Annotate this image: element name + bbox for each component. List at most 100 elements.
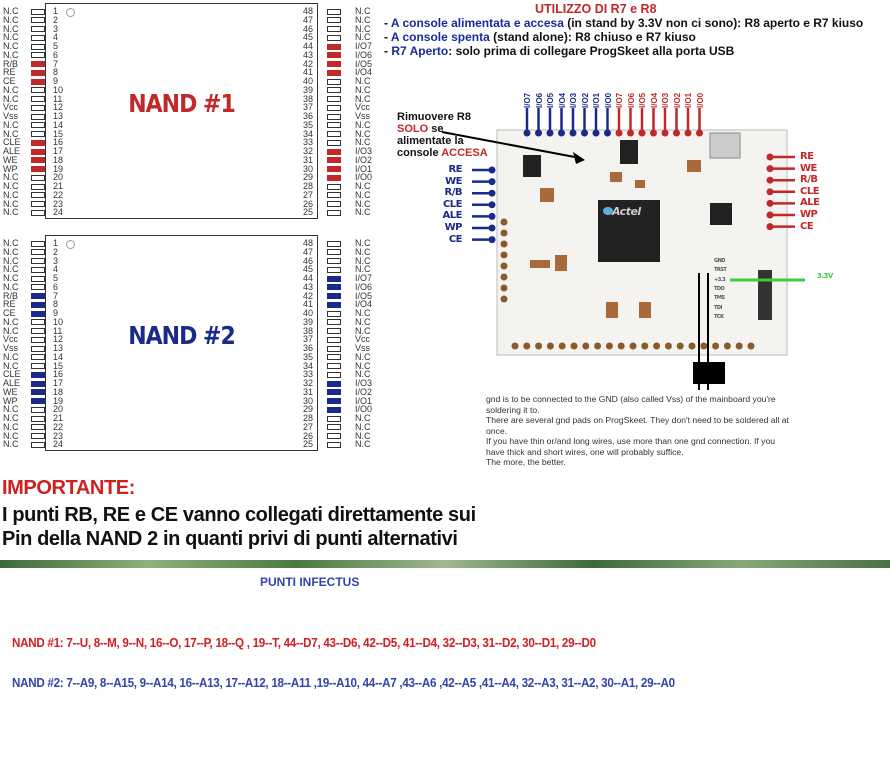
callout-row: SOLO se <box>397 123 488 135</box>
bullet: - <box>384 44 392 58</box>
pin-number: 46 <box>302 255 313 266</box>
pin-label: N.C <box>3 23 19 34</box>
addr-pad <box>570 342 578 350</box>
io-pad <box>615 129 623 137</box>
pin-number: 13 <box>53 343 64 353</box>
pin-1 <box>31 8 45 15</box>
pin-27 <box>327 192 341 199</box>
pin-20 <box>31 406 45 413</box>
pin-number: 8 <box>53 299 59 310</box>
addr-pad <box>712 342 720 350</box>
pin-label: R/B <box>3 290 19 301</box>
pin-label: N.C <box>3 14 19 25</box>
pin-number: 18 <box>53 154 64 165</box>
pin-number: 30 <box>302 163 313 174</box>
pin-label: N.C <box>3 207 19 218</box>
gnd-note: gnd is to be connected to the GND (also … <box>486 394 796 468</box>
pin-number: 37 <box>302 102 313 113</box>
pin-number: 20 <box>53 172 64 183</box>
pin-label: WP <box>3 163 18 174</box>
io-label: I/O7 <box>523 92 532 108</box>
pin-number: 40 <box>302 308 313 318</box>
pin-number: 36 <box>302 343 313 353</box>
pin-label: I/O4 <box>355 67 373 78</box>
pin-17 <box>31 380 45 387</box>
pin-35 <box>327 122 341 129</box>
pin-number: 16 <box>53 369 64 380</box>
signal-pad <box>488 178 496 186</box>
nand1-title: NAND #1 <box>128 90 236 119</box>
pin-number: 24 <box>53 439 64 450</box>
signal-pad <box>766 211 774 219</box>
pin-label: N.C <box>355 23 371 34</box>
io-pad <box>535 129 542 137</box>
pin-number: 8 <box>53 67 59 78</box>
pin-30 <box>327 166 341 172</box>
jtag-pad-label: TRST <box>714 267 727 274</box>
signal-pad <box>766 223 774 231</box>
right-signal-label: R/B <box>800 174 818 186</box>
signal-pad <box>766 199 774 207</box>
pin-number: 15 <box>53 360 64 371</box>
pin-34 <box>327 363 341 369</box>
pin-number: 47 <box>302 246 313 257</box>
io-pad <box>592 129 600 137</box>
pin-label: Vcc <box>3 102 19 113</box>
r7r8-title: UTILIZZO DI R7 e R8 <box>535 2 657 16</box>
pin-7 <box>31 293 45 299</box>
addr-pad <box>523 342 531 350</box>
pin-47 <box>327 17 341 24</box>
pin-number: 4 <box>53 32 59 43</box>
pin-label: N.C <box>355 207 371 218</box>
pin-28 <box>327 415 341 422</box>
pin-15 <box>31 131 45 137</box>
pin-number: 16 <box>53 137 64 148</box>
pin-number: 38 <box>302 93 313 104</box>
pin-number: 3 <box>53 255 59 266</box>
pin-37 <box>327 104 341 111</box>
note-text: (stand alone): R8 chiuso e R7 kiuso <box>489 30 696 44</box>
pin-label: WP <box>3 395 18 406</box>
pin-17 <box>31 148 45 155</box>
io-pad <box>696 129 703 137</box>
pin-number: 23 <box>53 198 64 209</box>
pin-label: N.C <box>3 273 19 283</box>
pin-label: CLE <box>3 137 21 148</box>
addr-pad <box>629 342 637 350</box>
pin-number: 17 <box>53 378 64 388</box>
io-label: I/O5 <box>546 92 555 108</box>
io-label: I/O5 <box>638 92 647 108</box>
fpga-brand: Actel <box>612 205 641 218</box>
signal-pad <box>766 153 774 161</box>
pin-number: 44 <box>302 41 313 51</box>
pin-label: N.C <box>355 128 371 139</box>
pin-label: N.C <box>3 246 19 257</box>
side-pad <box>500 262 508 270</box>
signal-pad <box>766 165 774 173</box>
side-pad <box>500 240 508 248</box>
pin-number: 41 <box>302 67 313 78</box>
pin-number: 24 <box>53 207 64 218</box>
pin-number: 35 <box>302 351 313 362</box>
pin-8 <box>31 69 45 76</box>
pin-number: 38 <box>302 325 313 336</box>
gnd-note-line: If you have thin or/and long wires, use … <box>486 436 776 457</box>
pin-37 <box>327 336 341 343</box>
pin-19 <box>31 398 45 404</box>
side-pad <box>500 218 508 226</box>
pin-33 <box>327 371 341 378</box>
io-label: I/O7 <box>615 92 624 108</box>
pin-25 <box>327 209 341 216</box>
pin-number: 10 <box>53 316 64 327</box>
io-pad <box>546 129 554 137</box>
pin-label: N.C <box>3 430 19 441</box>
signal-pad <box>488 166 496 174</box>
pin-2 <box>31 249 45 256</box>
pin-number: 19 <box>53 395 64 406</box>
pin-29 <box>327 406 341 413</box>
r7-switch <box>693 362 725 384</box>
addr-pad <box>653 342 661 350</box>
pin-label: I/O3 <box>355 146 373 156</box>
pin-38 <box>327 328 341 334</box>
pin-number: 39 <box>302 84 313 95</box>
